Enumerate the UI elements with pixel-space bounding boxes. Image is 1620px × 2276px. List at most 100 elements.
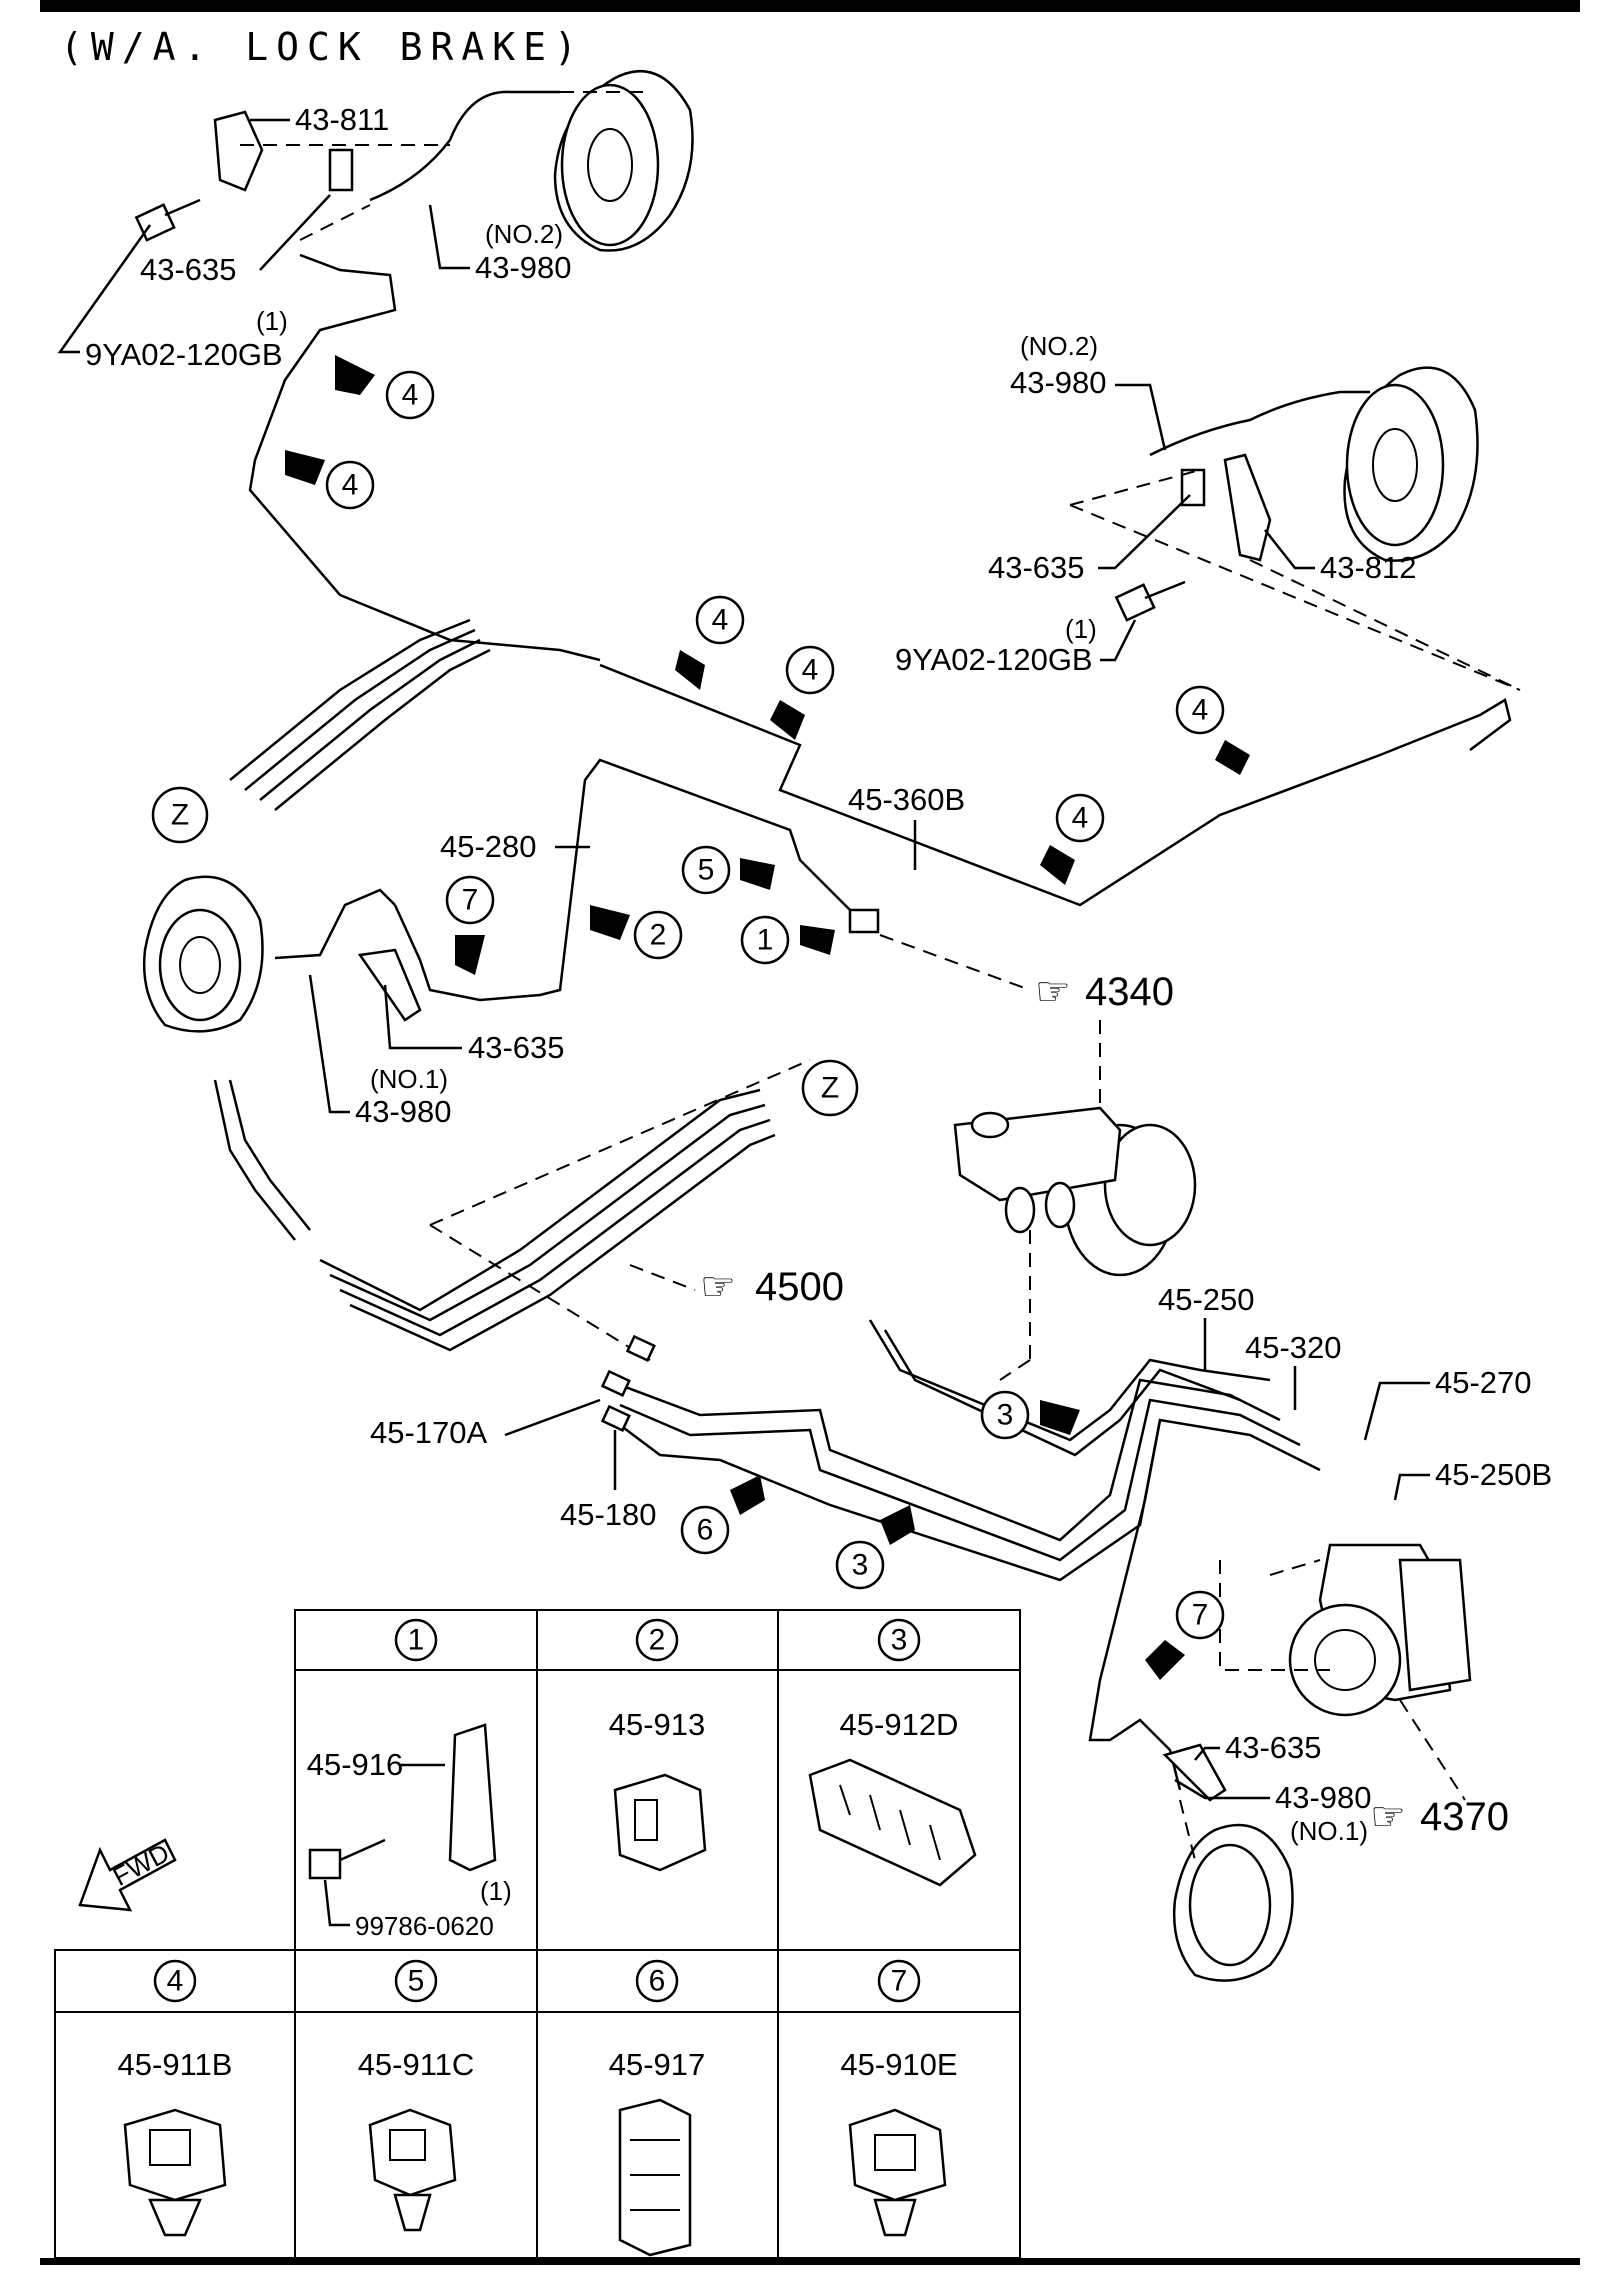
callout-4-a: 4 — [335, 355, 435, 420]
ref-4340: 4340 — [1085, 970, 1174, 1014]
pipe-45-360b — [599, 663, 1512, 907]
svg-text:4: 4 — [342, 469, 359, 502]
front-right-brake-disc — [1172, 1823, 1294, 1982]
svg-text:4: 4 — [1072, 802, 1089, 835]
leader-line — [1363, 1381, 1430, 1441]
rear-right-bolt — [1114, 580, 1186, 622]
table-cell-2-part: 45-913 — [609, 1707, 706, 1742]
label-43-635-b: 43-635 — [988, 550, 1085, 585]
label-qty-1-b: (1) — [1065, 614, 1097, 644]
svg-text:3: 3 — [852, 1549, 869, 1582]
callout-4-d: 4 — [770, 645, 835, 740]
table-cell-5-part: 45-911C — [358, 2047, 475, 2082]
label-no2-a: (NO.2) — [485, 219, 563, 249]
table-cell-7: 7 45-910E — [840, 1959, 958, 2237]
guide-line — [999, 1359, 1031, 1381]
svg-text:1: 1 — [757, 924, 774, 957]
pipes-to-abs — [619, 1319, 1321, 1582]
leader-line — [1194, 1746, 1220, 1761]
svg-text:4: 4 — [402, 379, 419, 412]
callout-4-e: 4 — [1175, 685, 1250, 775]
label-9ya02-a: 9YA02-120GB — [85, 337, 283, 372]
leader-line — [1393, 1473, 1430, 1501]
ref-4500-marker: ☞ — [700, 1265, 736, 1309]
guide-line — [299, 204, 371, 241]
label-43-980-a: 43-980 — [475, 250, 572, 285]
label-45-270: 45-270 — [1435, 1365, 1532, 1400]
svg-text:4: 4 — [1192, 694, 1209, 727]
leader-line — [1174, 1778, 1270, 1800]
guide-line — [879, 934, 1031, 991]
leader-line — [259, 194, 331, 271]
label-45-360b: 45-360B — [848, 782, 965, 817]
leader-line — [1100, 619, 1137, 662]
label-qty-1-a: (1) — [256, 306, 288, 336]
rear-left-brake-disc — [553, 70, 694, 252]
table-cell-6: 6 45-917 — [609, 1959, 706, 2257]
leader-line — [57, 224, 152, 354]
table-cell-5: 5 45-911C — [358, 1959, 475, 2232]
label-no2-b: (NO.2) — [1020, 331, 1098, 361]
label-43-980-c: 43-980 — [355, 1094, 452, 1129]
leader-line — [308, 974, 350, 1114]
label-45-170a: 45-170A — [370, 1415, 488, 1450]
table-cell-2-num: 2 — [649, 1624, 666, 1657]
svg-text:7: 7 — [462, 884, 479, 917]
table-cell-6-part: 45-917 — [609, 2047, 706, 2082]
front-left-hose — [274, 888, 396, 960]
guide-line — [1179, 1799, 1196, 1861]
guide-line — [1399, 1699, 1466, 1801]
callout-5: 5 — [681, 845, 775, 895]
table-cell-1-part: 45-916 — [307, 1747, 404, 1782]
front-right-pipe — [1088, 1419, 1182, 1791]
table-cell-1: 1 45-916 (1) 99786-0620 — [307, 1618, 512, 1941]
label-43-635-a: 43-635 — [140, 252, 237, 287]
table-cell-5-num: 5 — [408, 1965, 425, 1998]
harness-bundle-left — [229, 618, 491, 811]
leader-line — [504, 1398, 601, 1437]
svg-text:6: 6 — [697, 1514, 714, 1547]
guide-line — [629, 1264, 696, 1291]
table-cell-2: 2 45-913 — [609, 1618, 707, 1872]
label-9ya02-b: 9YA02-120GB — [895, 642, 1093, 677]
table-cell-1-bolt: 99786-0620 — [355, 1911, 494, 1941]
svg-text:4: 4 — [802, 654, 819, 687]
label-43-980-b: 43-980 — [1010, 365, 1107, 400]
label-45-180: 45-180 — [560, 1497, 657, 1532]
abs-hydraulic-unit — [1288, 1543, 1472, 1717]
harness-bundle-center — [213, 1079, 776, 1352]
callout-6: 6 — [680, 1475, 765, 1555]
pipe-fitting — [600, 1404, 631, 1432]
pipe-fitting — [625, 1334, 656, 1362]
label-43-635-d: 43-635 — [1225, 1730, 1322, 1765]
parts-table — [54, 1609, 1021, 2259]
table-cell-4-part: 45-911B — [118, 2047, 233, 2082]
rear-right-bracket — [1180, 453, 1272, 562]
table-cell-1-qty: (1) — [480, 1876, 512, 1906]
zone-label-z1: Z — [171, 799, 189, 832]
svg-text:4: 4 — [712, 604, 729, 637]
table-cell-4-num: 4 — [167, 1965, 184, 1998]
label-no1-b: (NO.1) — [1290, 1816, 1368, 1846]
master-cylinder-booster — [953, 1106, 1197, 1277]
svg-text:3: 3 — [997, 1399, 1014, 1432]
rear-left-bolt — [134, 198, 201, 242]
pipe-45-280 — [393, 758, 861, 1002]
callout-4-b: 4 — [285, 450, 375, 510]
zone-label-z2: Z — [821, 1072, 839, 1105]
label-43-635-c: 43-635 — [468, 1030, 565, 1065]
table-cell-1-num: 1 — [408, 1624, 425, 1657]
diagram-title: (W/A. LOCK BRAKE) — [60, 25, 585, 69]
label-45-280: 45-280 — [440, 829, 537, 864]
leader-line — [1264, 529, 1315, 570]
callout-4-f: 4 — [1040, 793, 1105, 885]
ref-4370-marker: ☞ — [1370, 1795, 1406, 1839]
leader-line — [1098, 494, 1191, 570]
ref-4340-marker: ☞ — [1035, 970, 1071, 1014]
ref-4500: 4500 — [755, 1265, 844, 1309]
leader-line — [428, 204, 470, 270]
callout-3-b: 3 — [835, 1505, 915, 1590]
table-cell-3: 3 45-912D — [808, 1618, 977, 1887]
callout-7-b: 7 — [1145, 1590, 1225, 1680]
